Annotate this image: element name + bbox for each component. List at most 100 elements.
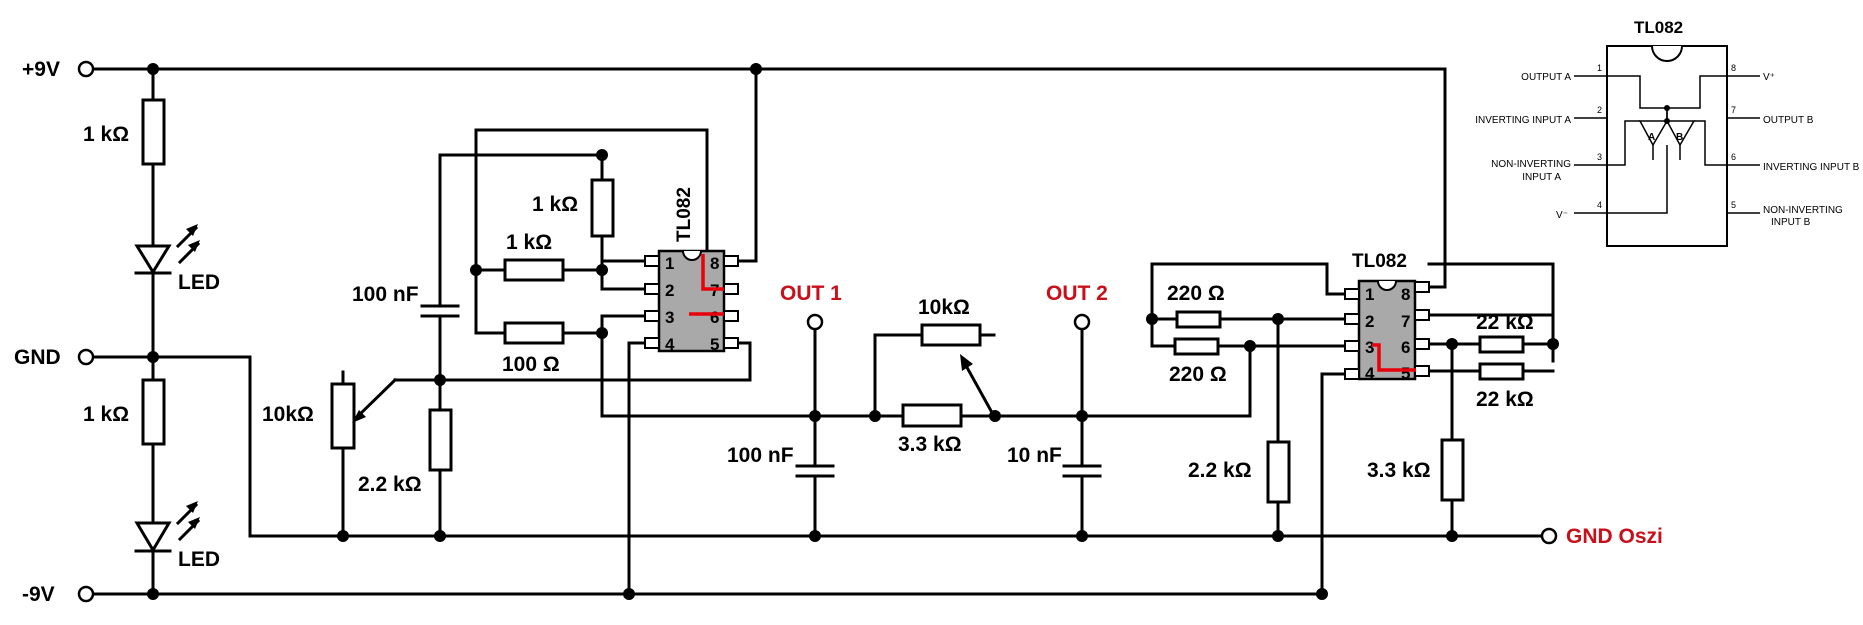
resistor-2-2k-left: [428, 408, 453, 472]
svg-text:7: 7: [1401, 312, 1410, 331]
svg-text:B: B: [1676, 132, 1683, 143]
ic2-notch: [1377, 280, 1397, 291]
resistor-22k-top: [1478, 335, 1525, 354]
gnd-label: GND: [14, 346, 61, 369]
out1-label: OUT 1: [780, 282, 842, 305]
pinout-v-plus: V⁺: [1763, 72, 1775, 83]
resistor-220-top: [1175, 310, 1222, 329]
svg-text:3: 3: [1365, 338, 1374, 357]
input-section: 100 nF 10kΩ 2.2 kΩ 1 kΩ 1 kΩ 100 Ω: [262, 63, 1252, 600]
out1-terminal[interactable]: [806, 313, 824, 331]
ic1-label: TL082: [674, 187, 695, 242]
pot-10k-mid: [920, 323, 982, 347]
svg-text:2: 2: [1597, 105, 1602, 115]
resistor-3-3k-right: [1440, 438, 1465, 502]
svg-text:4: 4: [1365, 364, 1375, 383]
pinout-noninv-b-line1: NON-INVERTING: [1763, 205, 1843, 216]
pinout-noninv-b-line2: INPUT B: [1771, 217, 1811, 228]
resistor-2-2k-right: [1266, 440, 1291, 504]
resistor-led-bottom: [141, 378, 166, 446]
rails: +9V GND -9V GND Oszi: [14, 58, 1663, 606]
pinout-noninv-a-line2: INPUT A: [1522, 172, 1561, 183]
ic2-body: [1357, 279, 1417, 381]
r-22kohm-top-label: 22 kΩ: [1476, 311, 1534, 334]
out2-terminal[interactable]: [1073, 313, 1091, 331]
svg-text:6: 6: [1401, 338, 1410, 357]
pot2-label: 10kΩ: [918, 296, 970, 319]
svg-text:6: 6: [710, 308, 719, 327]
resistor-220-bottom: [1173, 337, 1220, 356]
pinout-output-b: OUTPUT B: [1763, 115, 1814, 126]
vplus-label: +9V: [22, 58, 60, 81]
svg-text:8: 8: [1731, 63, 1736, 73]
vplus-terminal[interactable]: [77, 60, 95, 78]
pinout-output-a: OUTPUT A: [1521, 72, 1571, 83]
ic2-internal-link: [1372, 343, 1416, 372]
svg-text:8: 8: [710, 254, 719, 273]
pinout-reference: TL082 A B 1 2 3 4 8 7 6 5 OUTPUT A INVER…: [1475, 18, 1860, 247]
pinout-title: TL082: [1634, 18, 1683, 37]
r-3-3k-right-label: 3.3 kΩ: [1367, 459, 1431, 482]
r-fb-top-label: 1 kΩ: [532, 193, 578, 216]
resistor-22k-bottom: [1478, 362, 1525, 381]
pinout-amp-b: [1665, 120, 1696, 147]
gnd-oszi-label: GND Oszi: [1566, 525, 1663, 548]
r-22kohm-bottom-label: 22 kΩ: [1476, 388, 1534, 411]
ic1-body: [657, 249, 726, 353]
resistor-100-ohm: [503, 321, 565, 345]
led-bottom-label: LED: [178, 548, 220, 571]
pinout-inv-input-b: INVERTING INPUT B: [1763, 162, 1860, 173]
led-top-label: LED: [178, 271, 220, 294]
svg-text:4: 4: [665, 335, 675, 354]
led-chain: 1 kΩ LED 1 kΩ LED: [83, 63, 220, 600]
svg-text:5: 5: [710, 335, 719, 354]
vminus-terminal[interactable]: [77, 585, 95, 603]
svg-text:1: 1: [665, 254, 674, 273]
r-3-3k-mid-label: 3.3 kΩ: [898, 433, 962, 456]
gnd-oszi-terminal[interactable]: [1540, 527, 1558, 545]
pot1-label: 10kΩ: [262, 403, 314, 426]
ic1-tl082: 1 2 3 4 8 7 6 5 TL082: [644, 187, 739, 354]
pot-10k-left: [330, 382, 356, 450]
resistor-1k-input: [503, 258, 565, 282]
resistor-led-top: [141, 98, 166, 166]
ic2-label: TL082: [1352, 251, 1407, 272]
svg-text:1: 1: [1365, 285, 1374, 304]
r-220-bottom-label: 220 Ω: [1169, 363, 1227, 386]
r-in-label: 1 kΩ: [506, 231, 552, 254]
ic1-internal-link-a: [701, 254, 724, 291]
svg-text:2: 2: [665, 281, 674, 300]
svg-text:7: 7: [1731, 105, 1736, 115]
svg-text:4: 4: [1597, 200, 1602, 210]
svg-text:6: 6: [1731, 152, 1736, 162]
resistor-1k-feedback: [590, 178, 615, 238]
r-220-top-label: 220 Ω: [1167, 282, 1225, 305]
svg-text:3: 3: [1597, 152, 1602, 162]
resistor-3-3k-mid: [901, 403, 963, 428]
c-10nf-label: 10 nF: [1007, 444, 1062, 467]
pinout-noninv-a-line1: NON-INVERTING: [1491, 159, 1571, 170]
r-2-2k-right-label: 2.2 kΩ: [1188, 459, 1252, 482]
output-stage: OUT 1 100 nF 10kΩ 3.3 kΩ OUT 2 10 nF: [727, 282, 1347, 542]
c-100nf-left-label: 100 nF: [352, 283, 419, 306]
gnd-terminal[interactable]: [77, 348, 95, 366]
svg-text:8: 8: [1401, 285, 1410, 304]
svg-text:5: 5: [1731, 200, 1736, 210]
pinout-amp-a: [1638, 120, 1669, 147]
ic1-notch: [682, 250, 702, 261]
svg-text:5: 5: [1401, 364, 1410, 383]
svg-text:A: A: [1648, 132, 1655, 143]
led-bottom-symbol: [134, 521, 172, 553]
c-100nf-out1-label: 100 nF: [727, 444, 794, 467]
svg-text:1: 1: [1597, 63, 1602, 73]
r-2-2k-left-label: 2.2 kΩ: [358, 473, 422, 496]
svg-text:3: 3: [665, 308, 674, 327]
pinout-v-minus: V⁻: [1556, 210, 1568, 221]
pinout-inv-input-a: INVERTING INPUT A: [1475, 115, 1571, 126]
svg-text:2: 2: [1365, 312, 1374, 331]
ic2-section: 1 2 3 4 8 7 6 5 TL082 220 Ω 220 Ω 2.2 kΩ…: [1146, 251, 1559, 600]
r-100-label: 100 Ω: [502, 353, 560, 376]
r-led-top-label: 1 kΩ: [83, 123, 129, 146]
out2-label: OUT 2: [1046, 282, 1108, 305]
